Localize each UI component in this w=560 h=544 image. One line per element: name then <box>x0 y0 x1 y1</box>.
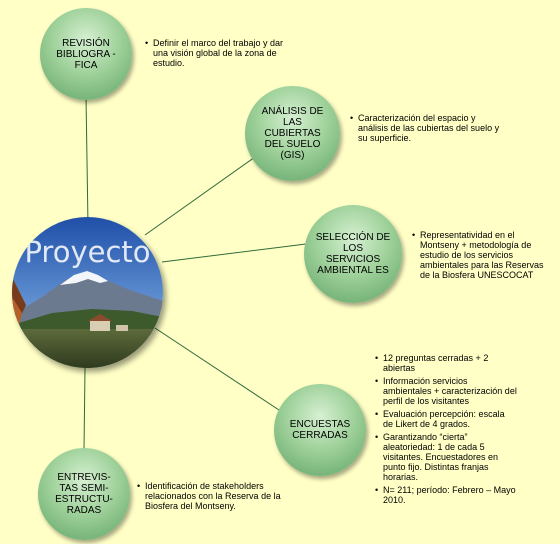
node-revision-label: REVISIÓN BIBLIOGRA - FICA <box>56 37 116 71</box>
node-encuestas-label: ENCUESTAS CERRADAS <box>289 419 351 441</box>
project-center-node: Proyecto <box>12 217 163 368</box>
node-revision-bibliografica: REVISIÓN BIBLIOGRA - FICA <box>40 8 132 100</box>
notes-seleccion: Representatividad en el Montseny + metod… <box>412 230 552 283</box>
node-entrevistas: ENTREVIS- TAS SEMI- ESTRUCTU- RADAS <box>38 448 130 540</box>
notes-analisis: Caracterización del espacio y análisis d… <box>350 113 500 146</box>
node-encuestas-cerradas: ENCUESTAS CERRADAS <box>274 384 366 476</box>
node-seleccion-servicios: SELECCIÓN DE LOS SERVICIOS AMBIENTAL ES <box>304 205 402 303</box>
notes-revision: Definir el marco del trabajo y dar una v… <box>145 38 295 71</box>
note-item: Identificación de stakeholders relaciona… <box>137 481 287 511</box>
node-seleccion-label: SELECCIÓN DE LOS SERVICIOS AMBIENTAL ES <box>315 232 391 276</box>
notes-entrevistas: Identificación de stakeholders relaciona… <box>137 481 287 514</box>
note-item: N= 211; período: Febrero – Mayo 2010. <box>375 485 517 505</box>
connector-revision <box>85 95 89 226</box>
node-analisis-label: ANÁLISIS DE LAS CUBIERTAS DEL SUELO (GIS… <box>261 106 324 161</box>
node-analisis-cubiertas: ANÁLISIS DE LAS CUBIERTAS DEL SUELO (GIS… <box>245 86 340 181</box>
note-item: Representatividad en el Montseny + metod… <box>412 230 552 280</box>
connector-analisis <box>144 151 263 236</box>
node-entrevistas-label: ENTREVIS- TAS SEMI- ESTRUCTU- RADAS <box>55 472 113 516</box>
project-title: Proyecto <box>24 235 151 269</box>
notes-encuestas: 12 preguntas cerradas + 2 abiertas Infor… <box>375 353 517 508</box>
note-item: Evaluación percepción: escala de Likert … <box>375 409 517 429</box>
note-item: Garantizando “cierta” aleatoriedad: 1 de… <box>375 432 517 482</box>
note-item: Caracterización del espacio y análisis d… <box>350 113 500 143</box>
connector-seleccion <box>161 243 307 263</box>
mountain-landscape-image <box>12 217 163 368</box>
note-item: 12 preguntas cerradas + 2 abiertas <box>375 353 517 373</box>
note-item: Definir el marco del trabajo y dar una v… <box>145 38 295 68</box>
note-item: Información servicios ambientales + cara… <box>375 376 517 406</box>
connector-entrevistas <box>83 367 86 451</box>
connector-encuestas <box>154 327 283 413</box>
